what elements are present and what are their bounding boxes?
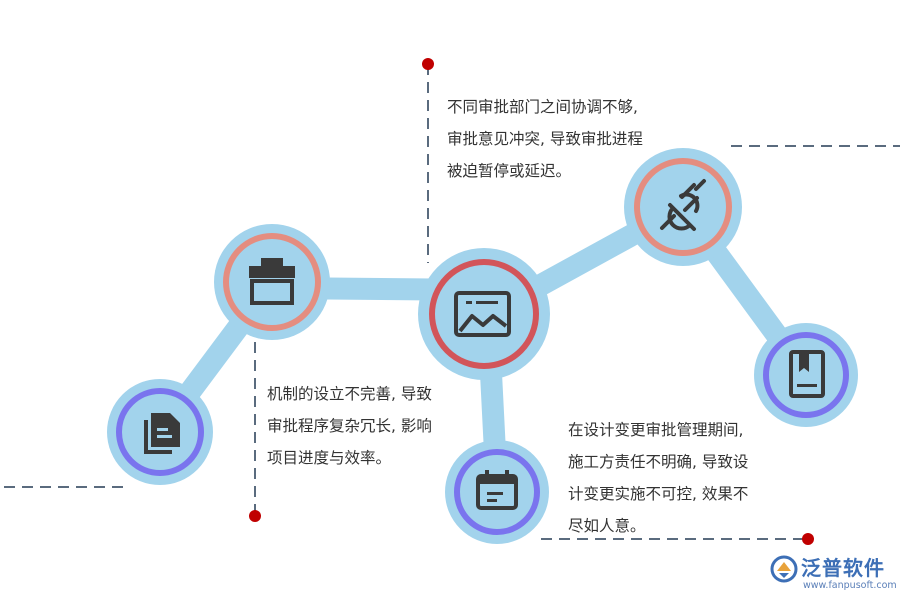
callout-top-line-1: 不同审批部门之间协调不够, — [447, 98, 638, 116]
logo-url: www.fanpusoft.com — [803, 580, 897, 591]
node-analytics-ring — [429, 259, 539, 369]
calendar-icon — [476, 470, 518, 510]
dot-top — [422, 58, 434, 70]
dot-bottom — [802, 533, 814, 545]
leader-lines — [4, 64, 900, 540]
callout-right-line-1: 在设计变更审批管理期间, — [568, 421, 744, 439]
documents-icon — [144, 413, 180, 454]
toolbox-icon — [249, 258, 295, 305]
callout-left-line-3: 项目进度与效率。 — [267, 449, 392, 467]
callout-responsibility-issue: 在设计变更审批管理期间, 施工方责任不明确, 导致设 计变更实施不可控, 效果不… — [568, 414, 748, 542]
callout-left-line-2: 审批程序复杂冗长, 影响 — [267, 417, 432, 435]
node-plug-outer — [624, 148, 742, 266]
callout-mechanism-issue: 机制的设立不完善, 导致 审批程序复杂冗长, 影响 项目进度与效率。 — [267, 378, 432, 474]
node-book-outer — [754, 323, 858, 427]
logo-name: 泛普软件 — [801, 556, 885, 580]
node-toolbox-ring — [223, 233, 321, 331]
node-analytics[interactable] — [418, 248, 550, 380]
bookmark-book-icon — [789, 350, 825, 398]
node-documents-ring — [116, 388, 204, 476]
callout-right-line-4: 尽如人意。 — [568, 517, 646, 535]
callout-right-line-3: 计变更实施不可控, 效果不 — [568, 485, 749, 503]
plug-icon — [660, 179, 706, 231]
node-toolbox[interactable] — [214, 224, 330, 340]
node-plug-ring — [634, 158, 732, 256]
node-book[interactable] — [754, 323, 858, 427]
node-calendar-ring — [454, 449, 540, 535]
node-book-ring — [763, 332, 849, 418]
endpoint-dots — [249, 58, 814, 545]
node-calendar[interactable] — [445, 440, 549, 544]
callout-left-line-1: 机制的设立不完善, 导致 — [267, 385, 432, 403]
brand-logo[interactable]: 泛普软件 www.fanpusoft.com — [769, 551, 897, 597]
chart-window-icon — [454, 291, 511, 337]
dot-left — [249, 510, 261, 522]
callout-coordination-issue: 不同审批部门之间协调不够, 审批意见冲突, 导致审批进程 被迫暂停或延迟。 — [447, 91, 643, 187]
node-documents[interactable] — [107, 379, 213, 485]
logo-mark-icon — [770, 555, 798, 583]
callout-top-line-2: 审批意见冲突, 导致审批进程 — [447, 130, 643, 148]
node-analytics-outer — [418, 248, 550, 380]
callout-right-line-2: 施工方责任不明确, 导致设 — [568, 453, 749, 471]
callout-top-line-3: 被迫暂停或延迟。 — [447, 162, 572, 180]
node-plug[interactable] — [624, 148, 742, 266]
